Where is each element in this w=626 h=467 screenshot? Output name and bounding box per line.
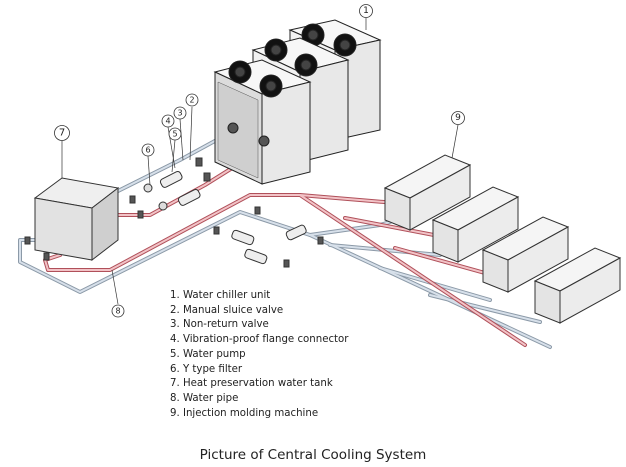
callout-9 <box>451 111 465 125</box>
y-type-filter <box>158 201 168 211</box>
injection-molding-machine <box>533 247 622 324</box>
legend-item: 7. Heat preservation water tank <box>170 378 333 390</box>
callout-4 <box>161 114 175 128</box>
figure-caption: Picture of Central Cooling System <box>199 447 427 463</box>
legend-number: 9 <box>170 407 177 419</box>
injection-molding-machine <box>383 154 472 231</box>
callout-2-number: 2 <box>189 96 194 105</box>
callout-5-number: 5 <box>172 130 177 139</box>
legend-item: 9. Injection molding machine <box>170 407 319 419</box>
callout-1 <box>359 4 373 18</box>
legend-item: 5. Water pump <box>170 348 246 360</box>
legend-label: Non-return valve <box>182 319 269 331</box>
callout-7-number: 7 <box>59 128 65 139</box>
callout-6 <box>141 143 155 157</box>
water-chiller-unit <box>213 59 312 185</box>
water-chiller-units <box>213 19 382 185</box>
callout-3 <box>173 106 187 120</box>
water-pump <box>285 224 307 241</box>
manual-sluice-valve <box>24 236 31 245</box>
legend-item: 1. Water chiller unit <box>170 290 271 301</box>
manual-sluice-valve <box>195 157 203 167</box>
water-pump <box>231 229 255 246</box>
manual-sluice-valve <box>43 252 50 261</box>
legend-item: 8. Water pipe <box>170 392 239 404</box>
pump-station-lower <box>24 187 324 268</box>
legend-label: Water chiller unit <box>182 290 271 301</box>
callout-4-number: 4 <box>165 117 170 126</box>
legend-number: 8 <box>170 392 177 404</box>
legend-number: 2 <box>170 304 177 316</box>
legend-item: 2. Manual sluice valve <box>170 304 284 316</box>
legend-label: Injection molding machine <box>182 407 319 419</box>
manual-sluice-valve <box>317 236 324 245</box>
legend-number: 3 <box>170 319 177 331</box>
water-pump <box>159 170 183 188</box>
pump-station-upper <box>129 157 211 219</box>
injection-molding-machines <box>383 154 622 324</box>
legend-label: Water pump <box>182 348 246 360</box>
legend-label: Vibration-proof flange connector <box>182 334 349 346</box>
legend-label: Water pipe <box>182 392 239 404</box>
component-legend: 1. Water chiller unit 2. Manual sluice v… <box>170 289 348 421</box>
callout-2 <box>185 93 199 107</box>
water-pump <box>244 248 268 265</box>
y-type-filter <box>143 183 153 193</box>
callout-5 <box>168 127 182 141</box>
manual-sluice-valve <box>283 259 290 268</box>
legend-label: Heat preservation water tank <box>182 378 333 390</box>
callout-8-number: 8 <box>115 307 120 316</box>
legend-number: 7 <box>170 378 177 390</box>
callout-8 <box>111 304 125 318</box>
legend-number: 1 <box>170 290 177 301</box>
callout-circles <box>54 4 465 318</box>
callout-9-number: 9 <box>455 113 461 123</box>
callout-1-number: 1 <box>363 6 369 16</box>
callout-3-number: 3 <box>177 109 182 118</box>
legend-number: 6 <box>170 363 177 375</box>
legend-item: 3. Non-return valve <box>170 319 269 331</box>
non-return-valve <box>137 210 144 219</box>
callout-6-number: 6 <box>145 146 150 155</box>
manual-sluice-valve <box>203 172 211 182</box>
legend-item: 4. Vibration-proof flange connector <box>170 334 349 346</box>
legend-label: Manual sluice valve <box>182 304 284 316</box>
heat-preservation-water-tank <box>33 177 120 262</box>
legend-label: Y type filter <box>182 363 243 375</box>
callouts <box>61 18 459 305</box>
legend-number: 5 <box>170 348 177 360</box>
manual-sluice-valve <box>213 226 220 235</box>
legend-item: 6. Y type filter <box>170 363 243 375</box>
injection-molding-machine <box>431 186 520 263</box>
legend-number: 4 <box>170 334 177 346</box>
injection-molding-machine <box>481 216 570 293</box>
manual-sluice-valve <box>254 206 261 215</box>
callout-7 <box>54 125 70 141</box>
water-pump <box>177 188 201 206</box>
non-return-valve <box>129 195 136 204</box>
